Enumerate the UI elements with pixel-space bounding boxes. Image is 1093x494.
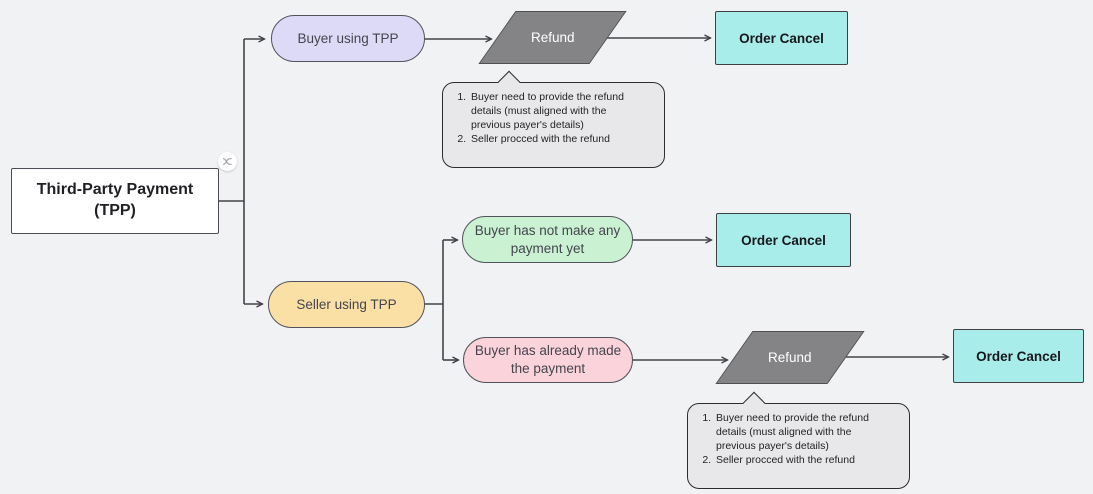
node-label: Buyer has already made the payment bbox=[474, 343, 622, 376]
node-buyer-no-payment[interactable]: Buyer has not make any payment yet bbox=[462, 216, 633, 263]
node-label: Buyer using TPP bbox=[297, 30, 399, 46]
note-list: Buyer need to provide the refund details… bbox=[443, 90, 658, 146]
node-label: Order Cancel bbox=[976, 348, 1061, 364]
node-order-cancel-mid[interactable]: Order Cancel bbox=[716, 213, 851, 267]
node-label: Seller using TPP bbox=[296, 296, 397, 312]
node-label: Refund bbox=[768, 350, 812, 365]
note-item: Buyer need to provide the refund details… bbox=[714, 411, 878, 453]
node-label: Order Cancel bbox=[739, 30, 824, 46]
node-third-party-payment[interactable]: Third-Party Payment (TPP) bbox=[11, 168, 219, 234]
node-refund-top[interactable]: Refund bbox=[478, 11, 627, 64]
node-buyer-paid[interactable]: Buyer has already made the payment bbox=[463, 337, 633, 383]
node-label: Third-Party Payment (TPP) bbox=[36, 181, 194, 219]
node-buyer-using-tpp[interactable]: Buyer using TPP bbox=[271, 15, 425, 62]
node-label: Refund bbox=[530, 30, 575, 45]
branch-toggle-button[interactable] bbox=[218, 152, 237, 171]
note-item: Seller procced with the refund bbox=[469, 132, 633, 146]
node-order-cancel-bottom[interactable]: Order Cancel bbox=[953, 329, 1084, 383]
node-seller-using-tpp[interactable]: Seller using TPP bbox=[268, 281, 425, 328]
node-label: Order Cancel bbox=[741, 232, 826, 248]
node-refund-bottom[interactable]: Refund bbox=[715, 331, 865, 384]
note-item: Buyer need to provide the refund details… bbox=[469, 90, 633, 132]
refund-note-callout-bottom[interactable]: Buyer need to provide the refund details… bbox=[687, 391, 910, 489]
note-list: Buyer need to provide the refund details… bbox=[688, 411, 903, 467]
note-item: Seller procced with the refund bbox=[714, 453, 878, 467]
node-order-cancel-top[interactable]: Order Cancel bbox=[715, 11, 848, 65]
split-branch-icon bbox=[222, 158, 232, 165]
refund-note-callout-top[interactable]: Buyer need to provide the refund details… bbox=[442, 70, 665, 168]
node-label: Buyer has not make any payment yet bbox=[474, 222, 621, 256]
